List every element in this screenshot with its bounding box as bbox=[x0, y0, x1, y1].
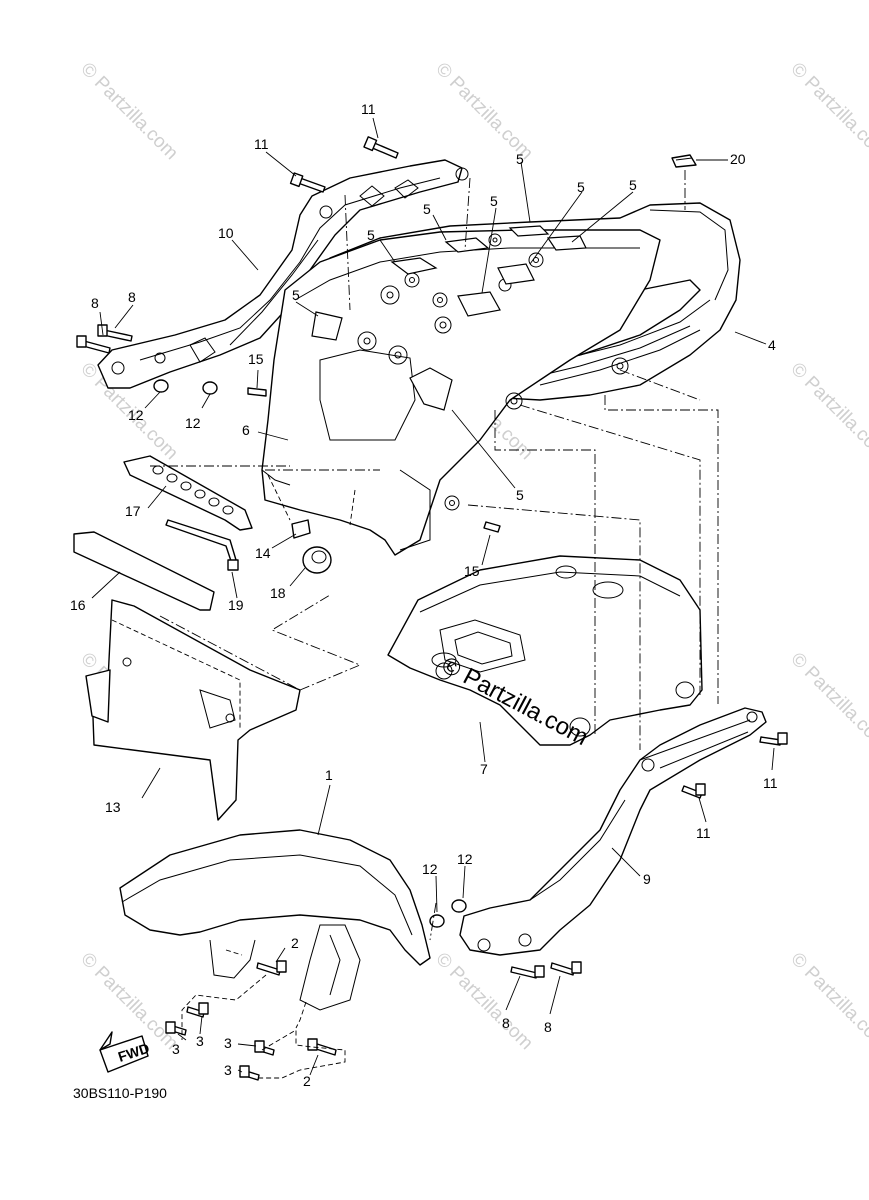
callout-14: 14 bbox=[255, 545, 271, 561]
callout-3: 3 bbox=[224, 1062, 232, 1078]
watermark: © Partzilla.com bbox=[431, 949, 536, 1054]
callout-5: 5 bbox=[629, 177, 637, 193]
callout-13: 13 bbox=[105, 799, 121, 815]
watermark: © Partzilla.com bbox=[431, 59, 536, 164]
callout-16: 16 bbox=[70, 597, 86, 613]
callout-8: 8 bbox=[544, 1019, 552, 1035]
fwd-arrow-icon: FWD bbox=[99, 1031, 151, 1073]
diagram-code: 30BS110-P190 bbox=[73, 1085, 167, 1101]
pads-5 bbox=[311, 225, 587, 411]
bolt-11-rail bbox=[289, 136, 399, 193]
callout-17: 17 bbox=[125, 503, 141, 519]
callout-12: 12 bbox=[185, 415, 201, 431]
callout-19: 19 bbox=[228, 597, 244, 613]
callout-5: 5 bbox=[577, 179, 585, 195]
part-9-side-bracket bbox=[459, 707, 767, 956]
part-1-front-fender bbox=[119, 829, 431, 1011]
part-20-label bbox=[671, 154, 697, 168]
callout-11: 11 bbox=[696, 825, 711, 841]
leader-lines bbox=[91, 117, 775, 1076]
callout-12: 12 bbox=[457, 851, 473, 867]
callout-5: 5 bbox=[423, 201, 431, 217]
part-10-grab-rail bbox=[97, 159, 469, 389]
fasteners-side-bracket bbox=[429, 732, 788, 979]
callout-4: 4 bbox=[768, 337, 776, 353]
callout-numbers: 11 11 10 8 8 12 12 15 6 17 14 18 19 16 1… bbox=[70, 101, 778, 1089]
callout-11: 11 bbox=[361, 101, 376, 117]
assembly-lines bbox=[150, 170, 719, 1079]
callout-18: 18 bbox=[270, 585, 286, 601]
callout-2: 2 bbox=[291, 935, 299, 951]
part-7-inner-fender bbox=[387, 555, 703, 746]
callout-15: 15 bbox=[248, 351, 264, 367]
callout-8: 8 bbox=[128, 289, 136, 305]
callout-15: 15 bbox=[464, 563, 480, 579]
watermark: © Partzilla.com bbox=[786, 359, 869, 464]
fasteners-front-fender bbox=[165, 960, 337, 1081]
watermark: © Partzilla.com bbox=[76, 949, 181, 1054]
watermark: © Partzilla.com bbox=[76, 59, 181, 164]
callout-11: 11 bbox=[254, 136, 269, 152]
part-16-strip bbox=[73, 531, 215, 611]
part-19-wire bbox=[165, 519, 239, 571]
callout-8: 8 bbox=[91, 295, 99, 311]
part-13-flap bbox=[85, 599, 301, 821]
callout-7: 7 bbox=[480, 761, 488, 777]
callout-2: 2 bbox=[303, 1073, 311, 1089]
watermark: © Partzilla.com bbox=[786, 59, 869, 164]
callout-11: 11 bbox=[763, 775, 778, 791]
callout-3: 3 bbox=[172, 1041, 180, 1057]
callout-5: 5 bbox=[292, 287, 300, 303]
callout-5: 5 bbox=[490, 193, 498, 209]
part-17-bracket bbox=[123, 455, 253, 531]
callout-3: 3 bbox=[224, 1035, 232, 1051]
callout-3: 3 bbox=[196, 1033, 204, 1049]
callout-20: 20 bbox=[730, 151, 746, 167]
callout-9: 9 bbox=[643, 871, 651, 887]
callout-12: 12 bbox=[128, 407, 144, 423]
callout-12: 12 bbox=[422, 861, 438, 877]
part-14-18-15 bbox=[247, 387, 501, 574]
callout-10: 10 bbox=[218, 225, 234, 241]
callout-6: 6 bbox=[242, 422, 250, 438]
callout-5: 5 bbox=[516, 151, 524, 167]
watermark: © Partzilla.com bbox=[786, 949, 869, 1054]
callout-1: 1 bbox=[325, 767, 333, 783]
callout-5: 5 bbox=[516, 487, 524, 503]
watermark: © Partzilla.com bbox=[786, 649, 869, 754]
callout-5: 5 bbox=[367, 227, 375, 243]
callout-8: 8 bbox=[502, 1015, 510, 1031]
